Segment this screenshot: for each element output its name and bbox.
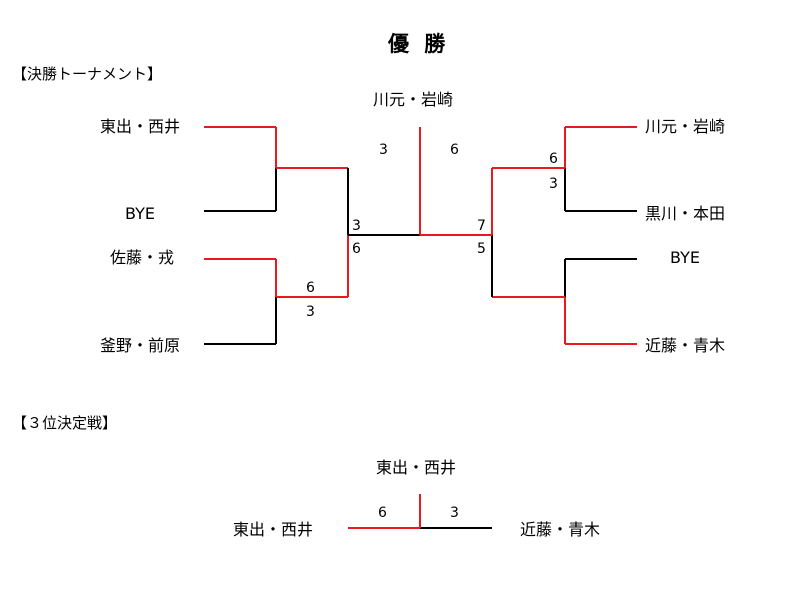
third-place-label: 【３位決定戦】 [12, 414, 118, 432]
entry-right-2: 黒川・本田 [645, 204, 726, 223]
entry-right-3: BYE [670, 248, 700, 267]
entry-left-2: BYE [125, 204, 155, 223]
score-right-quarter-top: 6 [549, 151, 558, 167]
score-left-semi-top: 6 [306, 280, 315, 296]
third-place-winner: 東出・西井 [376, 458, 457, 477]
score-right-quarter-bottom: 3 [549, 176, 558, 192]
score-right-final-bottom: 5 [477, 241, 486, 257]
score-center-left: 3 [379, 142, 388, 158]
score-left-final-top: 3 [352, 218, 361, 234]
entry-left-1: 東出・西井 [100, 117, 181, 136]
third-place-right-score: 3 [450, 505, 459, 521]
score-left-semi-bottom: 3 [306, 304, 315, 320]
score-center-right: 6 [450, 142, 459, 158]
entry-left-4: 釜野・前原 [100, 336, 181, 355]
page-title: 優 勝 [388, 32, 450, 56]
champion-name: 川元・岩崎 [373, 90, 454, 109]
entry-right-1: 川元・岩崎 [645, 117, 726, 136]
third-place-left-entry: 東出・西井 [233, 520, 314, 539]
score-left-final-bottom: 6 [352, 241, 361, 257]
final-tournament-label: 【決勝トーナメント】 [12, 65, 163, 83]
entry-right-4: 近藤・青木 [645, 336, 726, 355]
entry-left-3: 佐藤・戎 [110, 248, 175, 267]
third-place-left-score: 6 [378, 505, 387, 521]
third-place-right-entry: 近藤・青木 [520, 520, 601, 539]
score-right-final-top: 7 [477, 218, 486, 234]
